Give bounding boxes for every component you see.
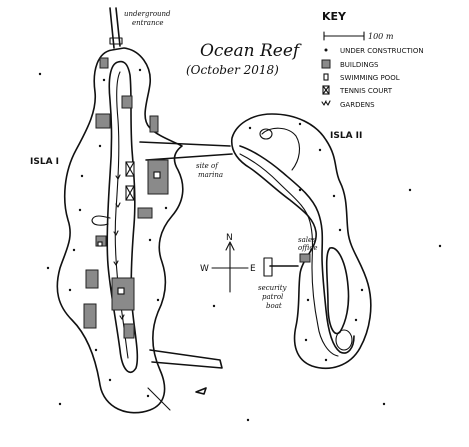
pool-2 bbox=[117, 287, 125, 295]
isla-1-outline bbox=[56, 47, 184, 414]
security-label-3: boat bbox=[266, 302, 282, 310]
isla-2-road-inner bbox=[239, 153, 339, 357]
sales-label-1: sales bbox=[298, 236, 316, 244]
isla-2-label: ISLA II bbox=[330, 131, 362, 141]
dot-icon bbox=[324, 48, 328, 52]
isla-2-bottom-loop bbox=[335, 329, 353, 351]
garden-icon bbox=[321, 100, 331, 106]
map-subtitle: (October 2018) bbox=[186, 63, 279, 77]
security-label-1: security bbox=[258, 284, 288, 292]
scale-label: 100 m bbox=[368, 32, 394, 41]
isla-2-top-loop bbox=[261, 127, 301, 171]
sales-label-2: office bbox=[298, 244, 317, 252]
compass-e: E bbox=[250, 264, 256, 274]
security-label-2: patrol bbox=[262, 293, 283, 301]
key-item-5: GARDENS bbox=[340, 101, 375, 109]
compass bbox=[211, 241, 249, 293]
building-11 bbox=[123, 323, 135, 339]
security-boat bbox=[263, 257, 273, 277]
building-10 bbox=[83, 303, 97, 329]
boat-icon bbox=[195, 387, 207, 395]
tennis-court-2 bbox=[125, 185, 135, 201]
entrance-line-right bbox=[115, 7, 121, 47]
tennis-icon bbox=[322, 85, 330, 95]
isla-1-label: ISLA I bbox=[30, 157, 59, 167]
key-heading: KEY bbox=[322, 10, 347, 23]
marina-label-2: marina bbox=[198, 171, 223, 179]
isla-2-road bbox=[239, 145, 355, 354]
sales-office bbox=[299, 253, 311, 263]
building-6 bbox=[137, 207, 153, 219]
marina-breakwater bbox=[149, 349, 223, 369]
construction-dots bbox=[38, 68, 442, 422]
pool-1 bbox=[153, 171, 161, 179]
isla-2-outline bbox=[230, 113, 372, 370]
building-8 bbox=[85, 269, 99, 289]
key-item-4: TENNIS COURT bbox=[339, 87, 393, 95]
compass-w: W bbox=[200, 264, 209, 274]
key-item-1: UNDER CONSTRUCTION bbox=[340, 47, 424, 55]
isla-2-roundabout bbox=[259, 128, 273, 140]
building-2 bbox=[121, 95, 133, 109]
isla-1-road bbox=[106, 60, 139, 374]
compass-n: N bbox=[226, 233, 233, 243]
marina-label-1: site of bbox=[196, 162, 219, 170]
pool-3 bbox=[97, 241, 103, 247]
entrance-gate bbox=[109, 37, 123, 45]
pool-icon bbox=[323, 73, 329, 81]
isla-1-road-inner bbox=[114, 71, 129, 359]
key-item-2: BUILDINGS bbox=[340, 61, 379, 69]
entrance-line-left bbox=[109, 7, 115, 49]
building-icon bbox=[321, 59, 331, 69]
underground-label-2: entrance bbox=[132, 19, 164, 27]
building-4 bbox=[149, 115, 159, 133]
tennis-court-1 bbox=[125, 161, 135, 177]
bridge-bottom bbox=[145, 153, 233, 161]
key-item-3: SWIMMING POOL bbox=[340, 74, 400, 82]
underground-label-1: underground bbox=[124, 10, 171, 18]
map-key: KEY 100 m UNDER CONSTRUCTION BUILDINGS S… bbox=[321, 10, 424, 109]
isla-2-lagoon bbox=[325, 247, 350, 335]
building-1 bbox=[99, 57, 109, 69]
map-title: Ocean Reef bbox=[200, 41, 302, 61]
building-3 bbox=[95, 113, 111, 129]
road-spur-left bbox=[91, 215, 111, 226]
gardens bbox=[113, 174, 125, 320]
bridge-top bbox=[139, 141, 231, 147]
marina-breakwater-2 bbox=[147, 387, 171, 411]
